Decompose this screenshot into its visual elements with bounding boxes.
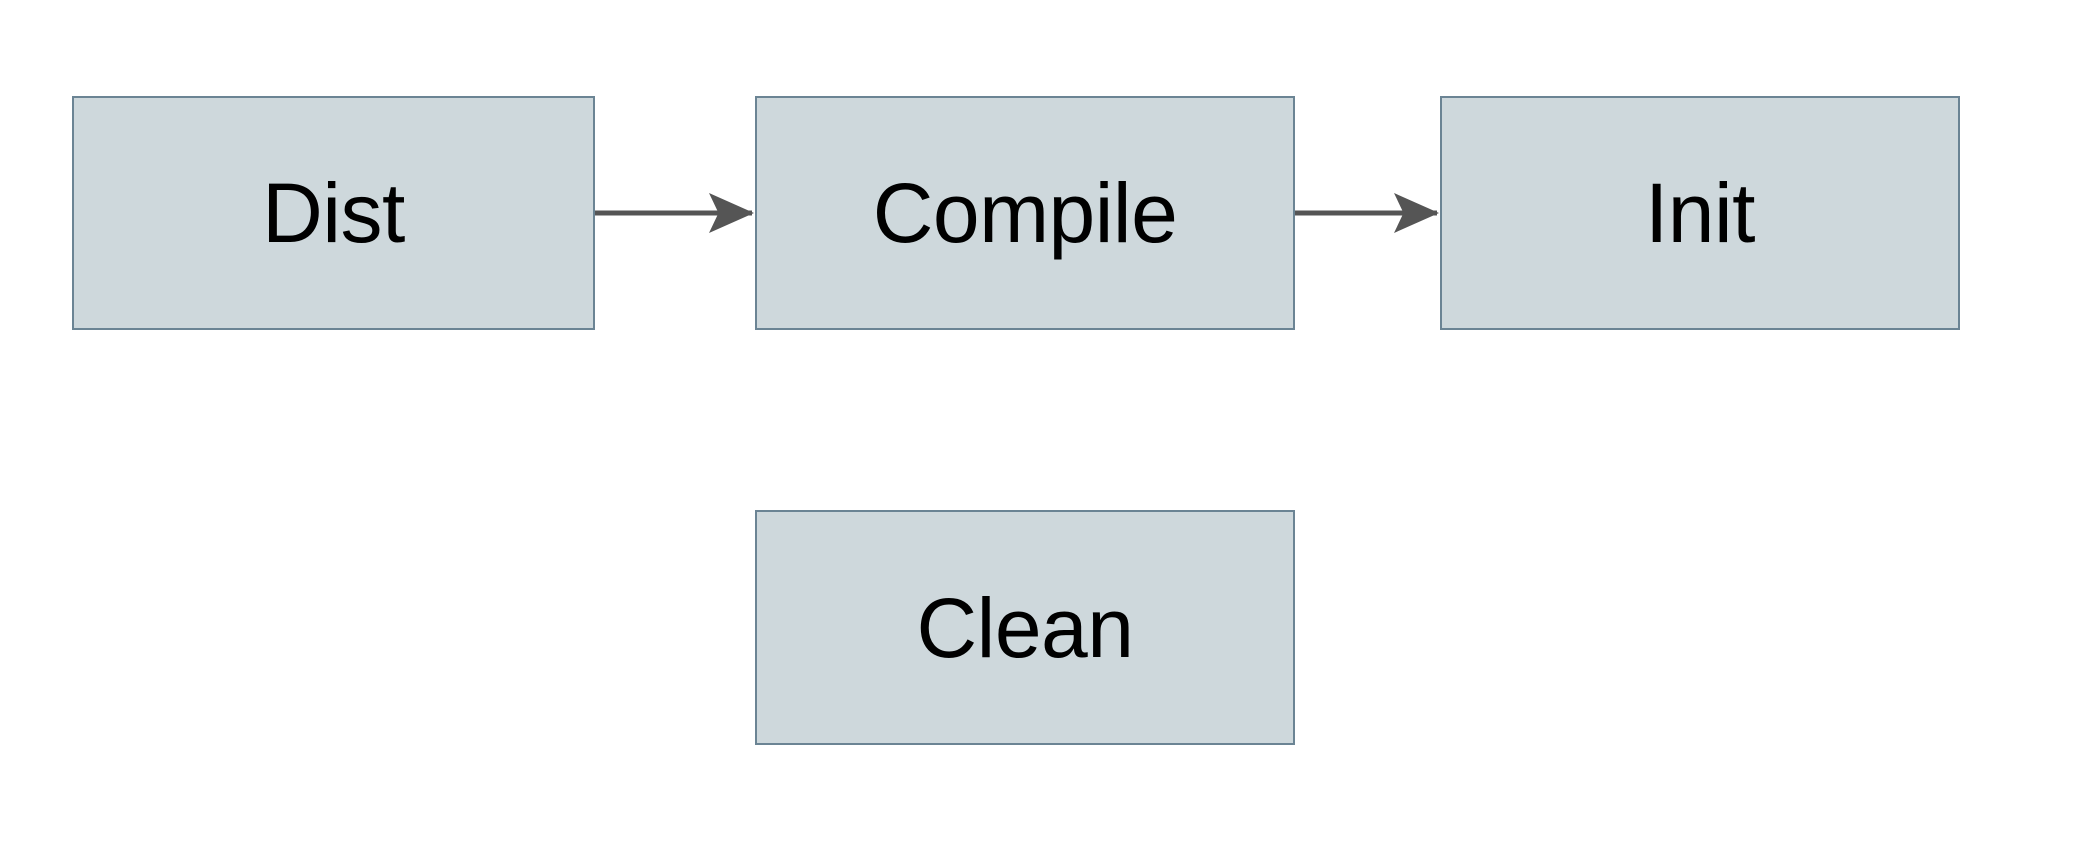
node-compile[interactable]: Compile [755,96,1295,330]
node-dist-label: Dist [262,166,405,260]
node-clean[interactable]: Clean [755,510,1295,745]
node-dist[interactable]: Dist [72,96,595,330]
node-init[interactable]: Init [1440,96,1960,330]
node-clean-label: Clean [916,580,1134,675]
node-init-label: Init [1644,166,1756,260]
node-compile-label: Compile [872,166,1178,260]
